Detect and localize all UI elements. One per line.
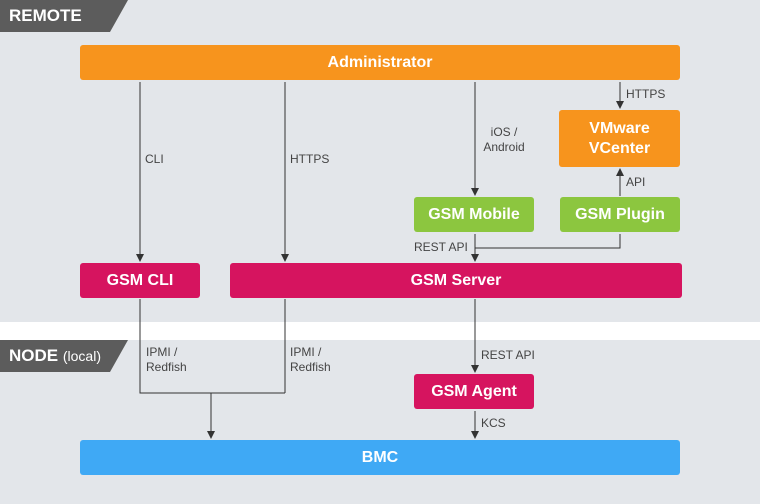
edge-label-ipmi-server: IPMI / Redfish — [290, 345, 331, 375]
administrator-box: Administrator — [80, 45, 680, 80]
bmc-label: BMC — [361, 448, 399, 466]
node-zone — [0, 340, 760, 504]
edge-label-ipmi-server-line1: IPMI / — [290, 345, 322, 359]
edge-label-ipmi-cli: IPMI / Redfish — [146, 345, 187, 375]
vmware-label: VMware — [589, 119, 650, 137]
line-plugin-to-server — [475, 234, 621, 249]
edge-label-ios-android: iOS / Android — [478, 125, 530, 155]
gsm-plugin-label: GSM Plugin — [575, 205, 665, 223]
gsm-agent-label: GSM Agent — [431, 382, 517, 400]
gsm-mobile-box: GSM Mobile — [414, 197, 534, 232]
edge-label-ipmi-cli-line2: Redfish — [146, 360, 187, 374]
gsm-server-label: GSM Server — [410, 271, 502, 289]
remote-zone-tab: REMOTE — [0, 0, 130, 32]
vmware-vcenter-box: VMware VCenter — [559, 110, 680, 167]
edge-label-ipmi-server-line2: Redfish — [290, 360, 331, 374]
vcenter-label: VCenter — [588, 139, 651, 157]
edge-label-kcs: KCS — [481, 416, 506, 430]
edge-label-api: API — [626, 175, 646, 189]
edge-label-ipmi-cli-line1: IPMI / — [146, 345, 178, 359]
line-cli-to-bmc — [139, 299, 285, 394]
edge-label-rest-api-agent: REST API — [481, 348, 535, 362]
node-zone-label: NODE (local) — [9, 346, 101, 366]
gsm-server-box: GSM Server — [230, 263, 682, 298]
node-tab-shape — [0, 340, 128, 372]
gsm-cli-label: GSM CLI — [106, 271, 174, 289]
remote-zone-label: REMOTE — [9, 6, 82, 25]
edge-label-rest-api-top: REST API — [414, 240, 468, 254]
edge-label-cli: CLI — [145, 152, 164, 166]
edge-label-android: Android — [483, 140, 525, 154]
administrator-label: Administrator — [327, 53, 433, 71]
node-zone-title: NODE — [9, 346, 59, 365]
node-zone-sublabel: (local) — [62, 348, 101, 364]
bmc-box: BMC — [80, 440, 680, 475]
edge-label-https-server: HTTPS — [290, 152, 330, 166]
gsm-plugin-box: GSM Plugin — [560, 197, 680, 232]
edge-label-ios: iOS / — [490, 125, 518, 139]
edge-label-https-vcenter: HTTPS — [626, 87, 666, 101]
node-zone-tab: NODE (local) — [0, 340, 130, 372]
gsm-cli-box: GSM CLI — [80, 263, 200, 298]
gsm-agent-box: GSM Agent — [414, 374, 534, 409]
remote-tab-shape — [0, 0, 128, 32]
gsm-mobile-label: GSM Mobile — [428, 205, 520, 223]
